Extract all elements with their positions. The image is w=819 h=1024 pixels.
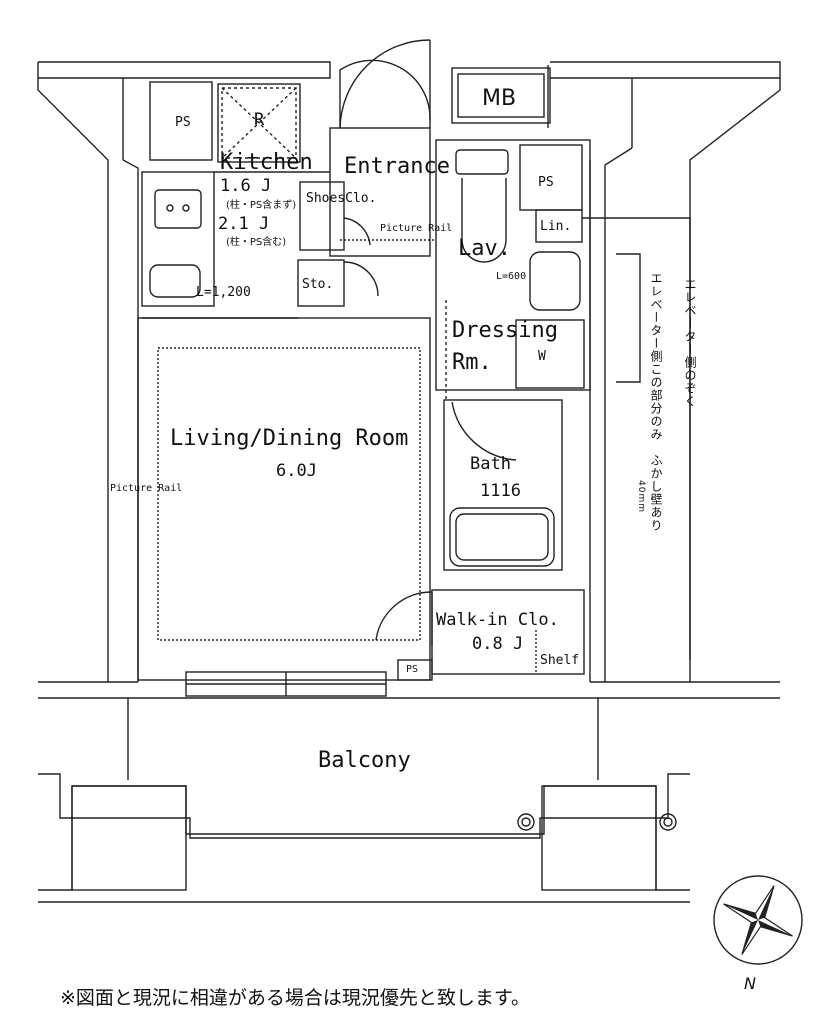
elevator-side-note-2: エレベーター側この部分のみ ふかし壁あり: [649, 272, 663, 532]
balcony-railing: [38, 773, 690, 839]
footer-note: ※図面と現況に相違がある場合は現況優先と致します。: [60, 987, 531, 1009]
kitchen-size-incl: 2.1 J: [218, 214, 270, 234]
kitchen-label: Kitchen: [220, 150, 313, 175]
bath-room: [443, 399, 563, 571]
shoes-closet-label: ShoesClo.: [306, 191, 377, 206]
storage-closet: [297, 259, 345, 307]
picture-rail-upper: Picture Rail: [380, 223, 453, 234]
dressing-label-1: Dressing: [452, 318, 558, 343]
balcony-pillar-right: [541, 785, 657, 891]
balcony-label: Balcony: [318, 748, 411, 773]
refrigerator: [217, 83, 301, 163]
ps-top-left-label: PS: [175, 115, 191, 130]
counter-length: L=1,200: [196, 285, 251, 300]
entrance-door-swing: [339, 59, 431, 128]
ps-bottom-label: PS: [406, 664, 419, 675]
washer-label: W: [538, 349, 546, 364]
ps-top-left: [149, 81, 213, 161]
bathtub: [449, 507, 555, 567]
kitchen-size: 1.6 J: [220, 176, 272, 196]
right-pillar: [689, 78, 781, 682]
washer-space: [515, 319, 585, 389]
balcony-pillar-left: [71, 785, 187, 891]
dressing-label-2: Rm.: [452, 350, 492, 375]
compass-north-label: N: [744, 974, 756, 993]
kitchen-note-incl: (柱・PS含む): [226, 237, 287, 248]
bath-label: Bath: [470, 454, 511, 474]
picture-rail-left: Picture Rail: [110, 483, 183, 494]
walk-in-door-swing: [375, 591, 433, 641]
exterior-wall-top-right: [550, 61, 781, 79]
exterior-wall-top-left: [38, 61, 331, 79]
ps-bottom: [397, 659, 433, 681]
bath-size: 1116: [480, 481, 521, 501]
mb-box: [451, 67, 551, 124]
entrance-label: Entrance: [344, 154, 450, 179]
kitchen-counter: [141, 171, 215, 307]
toilet-area: [455, 149, 509, 175]
shelf-label: Shelf: [540, 653, 580, 668]
kitchen-note-excl: (柱・PS含まず): [226, 200, 297, 211]
north-compass: [713, 875, 803, 965]
wall-thickness-note: 40mm: [636, 480, 646, 513]
refrigerator-label: R: [254, 110, 265, 130]
elevator-side-note-1: エレベーター側のぞく: [683, 278, 697, 408]
storage-label: Sto.: [302, 277, 334, 292]
living-dining-label: Living/Dining Room: [170, 426, 409, 451]
mb-label: MB: [482, 86, 517, 111]
living-dining-room: [137, 317, 431, 681]
linen-label: Lin.: [540, 219, 572, 234]
left-pillar: [37, 78, 109, 682]
lavatory-label: Lav.: [458, 236, 511, 261]
shoes-closet: [299, 181, 345, 251]
ps-right-label: PS: [538, 175, 554, 190]
vanity-length: L=600: [496, 271, 527, 282]
linen-closet: [535, 209, 583, 243]
living-dining-size: 6.0J: [276, 461, 317, 481]
walk-in-closet-size: 0.8 J: [472, 634, 524, 654]
walk-in-closet-label: Walk-in Clo.: [436, 610, 559, 630]
vanity: [529, 251, 581, 311]
